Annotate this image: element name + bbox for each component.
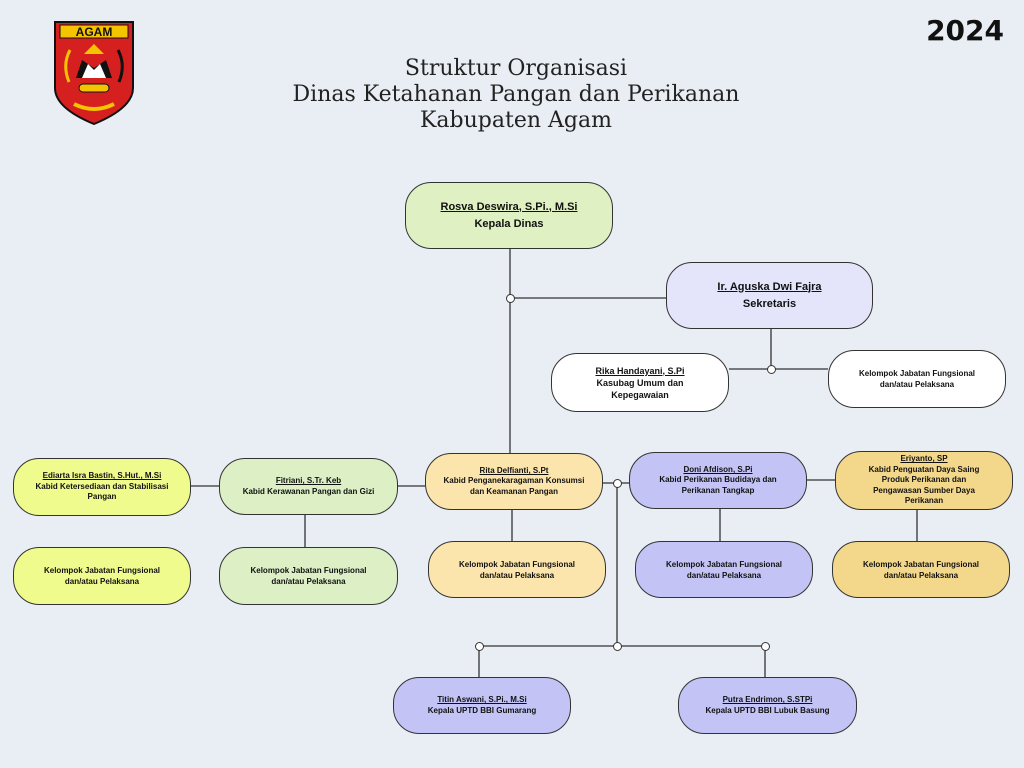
group-title: Kelompok Jabatan Fungsional dan/atau Pel… <box>250 566 367 586</box>
position-title: Kepala Dinas <box>474 217 544 230</box>
group-title: Kelompok Jabatan Fungsional dan/atau Pel… <box>665 559 782 580</box>
title-line: Dinas Ketahanan Pangan dan Perikanan <box>292 82 740 107</box>
uptd-lubuk-basung-box: Putra Endrimon, S.STPi Kepala UPTD BBI L… <box>678 677 857 734</box>
position-title: Kepala UPTD BBI Lubuk Basung <box>705 705 830 715</box>
logo-text: AGAM <box>76 25 113 39</box>
position-title: Kabid Penguatan Daya Saing Produk Perika… <box>868 464 980 506</box>
position-title: Kepala UPTD BBI Gumarang <box>427 705 537 715</box>
group-title: Kelompok Jabatan Fungsional dan/atau Pel… <box>858 369 975 389</box>
person-name: Rita Delfianti, S.Pt <box>479 465 549 475</box>
sekretaris-box: Ir. Aguska Dwi Fajra Sekretaris <box>666 262 873 329</box>
group-title: Kelompok Jabatan Fungsional dan/atau Pel… <box>458 559 575 580</box>
connector-junction-dot <box>767 365 776 374</box>
person-name: Titin Aswani, S.Pi., M.Si <box>437 695 527 704</box>
kabid-penganekaragaman-box: Rita Delfianti, S.Pt Kabid Penganekaraga… <box>425 453 603 510</box>
person-name: Rosva Deswira, S.Pi., M.Si <box>440 200 578 213</box>
connector-junction-dot <box>613 642 622 651</box>
functional-group-box: Kelompok Jabatan Fungsional dan/atau Pel… <box>832 541 1010 598</box>
position-title: Kabid Kerawanan Pangan dan Gizi <box>242 486 375 496</box>
uptd-gumarang-box: Titin Aswani, S.Pi., M.Si Kepala UPTD BB… <box>393 677 571 734</box>
connector-junction-dot <box>613 479 622 488</box>
connector-junction-dot <box>506 294 515 303</box>
page-title: Struktur Organisasi Dinas Ketahanan Pang… <box>216 56 816 134</box>
person-name: Ediarta Isra Bastin, S.Hut., M.Si <box>42 471 162 481</box>
position-title: Kabid Perikanan Budidaya dan Perikanan T… <box>659 475 777 495</box>
title-line: Struktur Organisasi <box>404 56 628 81</box>
kabid-kerawanan-box: Fitriani, S.Tr. Keb Kabid Kerawanan Pang… <box>219 458 398 515</box>
person-name: Eriyanto, SP <box>900 454 948 464</box>
person-name: Fitriani, S.Tr. Keb <box>275 476 342 485</box>
kabid-ketersediaan-box: Ediarta Isra Bastin, S.Hut., M.Si Kabid … <box>13 458 191 516</box>
functional-group-box: Kelompok Jabatan Fungsional dan/atau Pel… <box>13 547 191 605</box>
connector-junction-dot <box>475 642 484 651</box>
position-title: Kabid Penganekaragaman Konsumsi dan Keam… <box>443 476 585 496</box>
agam-regency-emblem-icon: AGAM <box>54 21 134 126</box>
group-title: Kelompok Jabatan Fungsional dan/atau Pel… <box>862 559 979 580</box>
kabid-daya-saing-box: Eriyanto, SP Kabid Penguatan Daya Saing … <box>835 451 1013 510</box>
position-title: Kasubag Umum dan Kepegawaian <box>596 377 684 400</box>
person-name: Doni Afdison, S.Pi <box>683 464 753 474</box>
connector-junction-dot <box>761 642 770 651</box>
kabid-budidaya-box: Doni Afdison, S.Pi Kabid Perikanan Budid… <box>629 452 807 509</box>
kasubag-umum-box: Rika Handayani, S.Pi Kasubag Umum dan Ke… <box>551 353 729 412</box>
year-label: 2024 <box>926 14 1004 47</box>
person-name: Putra Endrimon, S.STPi <box>722 695 813 704</box>
person-name: Rika Handayani, S.Pi <box>595 365 685 376</box>
position-title: Sekretaris <box>742 297 797 310</box>
sekretariat-functional-group-box: Kelompok Jabatan Fungsional dan/atau Pel… <box>828 350 1006 408</box>
functional-group-box: Kelompok Jabatan Fungsional dan/atau Pel… <box>428 541 606 598</box>
functional-group-box: Kelompok Jabatan Fungsional dan/atau Pel… <box>219 547 398 605</box>
position-title: Kabid Ketersediaan dan Stabilisasi Panga… <box>35 481 169 502</box>
title-line: Kabupaten Agam <box>420 108 612 133</box>
kepala-dinas-box: Rosva Deswira, S.Pi., M.Si Kepala Dinas <box>405 182 613 249</box>
person-name: Ir. Aguska Dwi Fajra <box>717 280 822 293</box>
functional-group-box: Kelompok Jabatan Fungsional dan/atau Pel… <box>635 541 813 598</box>
group-title: Kelompok Jabatan Fungsional dan/atau Pel… <box>43 566 160 586</box>
